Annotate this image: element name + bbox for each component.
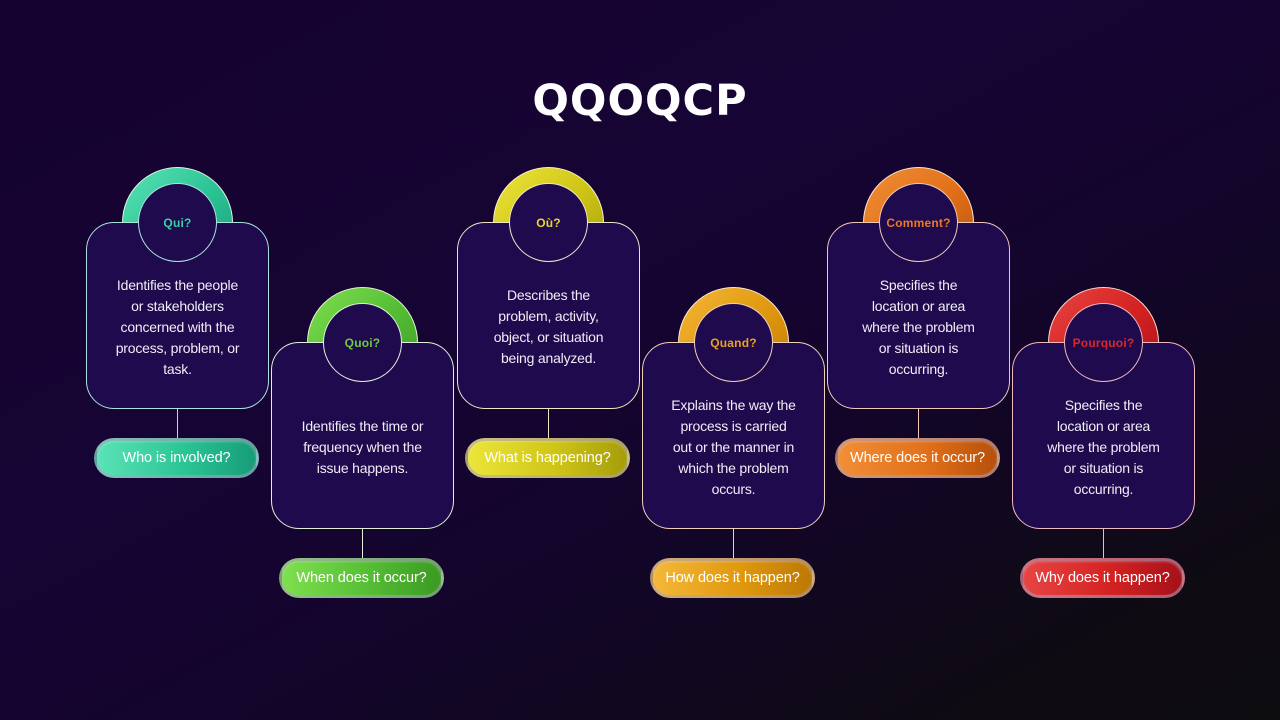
card-quoi: Quoi? Identifies the time or frequency w…	[271, 287, 454, 598]
card-pourquoi: Pourquoi? Specifies the location or area…	[1012, 287, 1195, 598]
connector-line	[362, 529, 363, 558]
card-description: Identifies the people or stakeholders co…	[115, 276, 240, 377]
card-ou: Où? Describes the problem, activity, obj…	[457, 167, 640, 478]
card-description: Explains the way the process is carried …	[671, 396, 796, 497]
connector-line	[548, 409, 549, 438]
question-pill-how[interactable]: How does it happen?	[650, 558, 815, 598]
card-description: Specifies the location or area where the…	[1047, 396, 1160, 497]
badge-label: Comment?	[886, 215, 951, 230]
card-description: Describes the problem, activity, object,…	[493, 287, 604, 366]
card-quand: Quand? Explains the way the process is c…	[642, 287, 825, 598]
badge-label: Qui?	[163, 215, 192, 230]
badge-circle: Quand?	[694, 303, 773, 382]
badge-label: Où?	[536, 215, 561, 230]
badge-circle: Comment?	[879, 183, 958, 262]
badge-circle: Où?	[509, 183, 588, 262]
card-comment: Comment? Specifies the location or area …	[827, 167, 1010, 478]
card-description: Identifies the time or frequency when th…	[301, 417, 424, 476]
page-title: QQOQCP	[532, 76, 748, 126]
badge-label: Quand?	[710, 335, 757, 350]
connector-line	[1103, 529, 1104, 558]
connector-line	[733, 529, 734, 558]
card-qui: Qui? Identifies the people or stakeholde…	[86, 167, 269, 478]
question-pill-who[interactable]: Who is involved?	[94, 438, 259, 478]
badge-circle: Quoi?	[323, 303, 402, 382]
card-description: Specifies the location or area where the…	[862, 276, 975, 377]
badge-circle: Qui?	[138, 183, 217, 262]
badge-label: Quoi?	[344, 335, 381, 350]
question-pill-when[interactable]: When does it occur?	[279, 558, 444, 598]
connector-line	[177, 409, 178, 438]
connector-line	[918, 409, 919, 438]
badge-circle: Pourquoi?	[1064, 303, 1143, 382]
question-pill-why[interactable]: Why does it happen?	[1020, 558, 1185, 598]
question-pill-what[interactable]: What is happening?	[465, 438, 630, 478]
question-pill-where[interactable]: Where does it occur?	[835, 438, 1000, 478]
badge-label: Pourquoi?	[1072, 335, 1135, 350]
